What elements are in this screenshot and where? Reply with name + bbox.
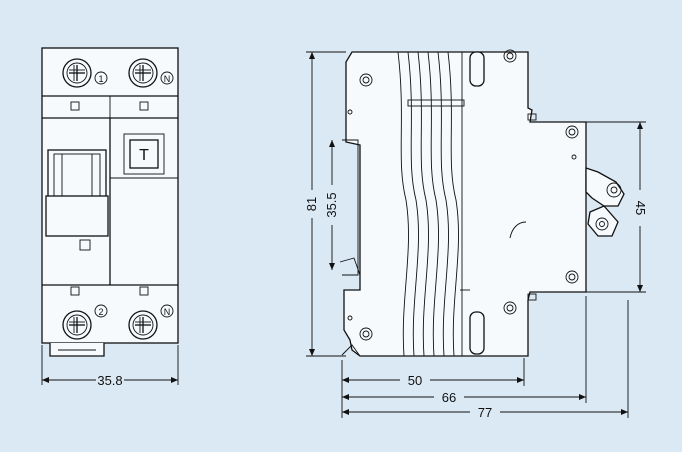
terminal-label-top-right: N bbox=[164, 74, 171, 84]
front-width-dimension: 35.8 bbox=[97, 373, 122, 388]
terminal-label-top-left: 1 bbox=[98, 74, 103, 84]
height-dimension: 81 bbox=[304, 197, 319, 211]
depth-dimension-66: 66 bbox=[442, 390, 456, 405]
rail-dimension: 35.5 bbox=[324, 192, 339, 217]
depth-dimension-50: 50 bbox=[408, 373, 422, 388]
toggle-lever bbox=[45, 149, 109, 237]
screw-icon bbox=[128, 310, 158, 340]
screw-icon bbox=[62, 58, 92, 88]
terminal-lever bbox=[585, 167, 625, 237]
housing-ribs bbox=[397, 51, 463, 357]
test-button-label: T bbox=[139, 147, 149, 164]
terminal-label-bottom-left: 2 bbox=[98, 307, 103, 317]
screw-icon bbox=[128, 58, 158, 88]
screw-icon bbox=[62, 310, 92, 340]
front-view: 1 N T bbox=[41, 47, 179, 388]
depth-dimension-77: 77 bbox=[478, 405, 492, 420]
side-body-outline bbox=[343, 51, 587, 357]
terminal-label-bottom-right: N bbox=[164, 307, 171, 317]
test-button: T bbox=[123, 133, 165, 175]
mount-dimension: 45 bbox=[633, 201, 648, 215]
din-clip bbox=[49, 343, 105, 357]
side-view: 81 35.5 45 50 66 77 bbox=[304, 49, 648, 420]
